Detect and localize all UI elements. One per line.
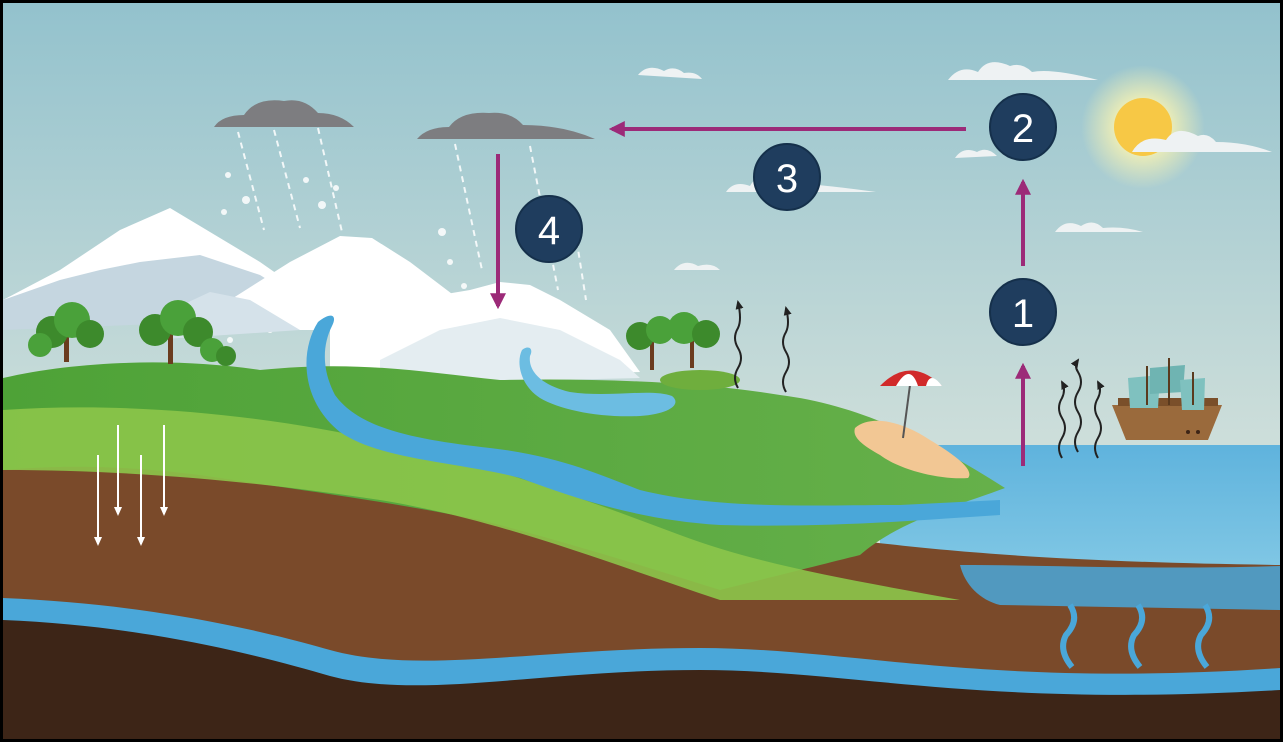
sun-icon	[1081, 65, 1205, 189]
umbrella-icon	[880, 370, 942, 439]
rain-cloud-icon	[214, 100, 595, 139]
infiltration-arrows	[94, 425, 168, 546]
step-badge-3: 3	[753, 143, 821, 211]
groundwater	[3, 598, 1280, 695]
tree-icon	[28, 300, 740, 390]
step-badge-2: 2	[989, 93, 1057, 161]
step-badge-1: 1	[989, 278, 1057, 346]
step-badge-4: 4	[515, 195, 583, 263]
step-label-4: 4	[538, 209, 560, 253]
beach	[854, 420, 970, 479]
ship-icon	[1112, 358, 1222, 440]
river	[306, 315, 1000, 526]
step-label-2: 2	[1012, 107, 1034, 151]
evaporation-arrows	[734, 300, 1105, 459]
step-label-3: 3	[776, 157, 798, 201]
step-label-1: 1	[1012, 292, 1034, 336]
seep-streams	[1060, 603, 1213, 669]
lake	[519, 347, 676, 417]
process-arrows	[490, 121, 1031, 466]
